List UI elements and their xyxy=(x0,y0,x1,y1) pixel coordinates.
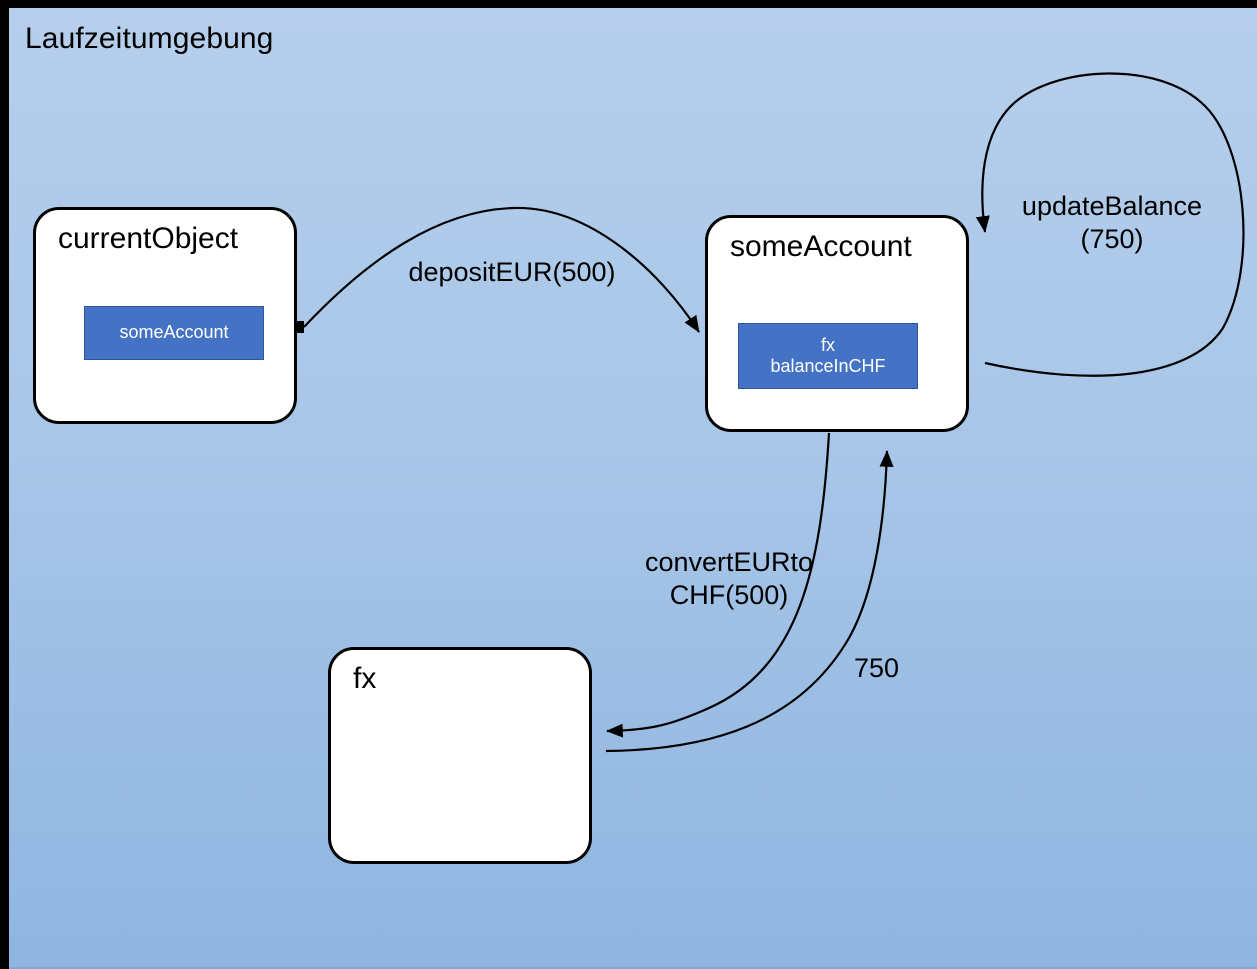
object-title-current-object: currentObject xyxy=(58,222,239,255)
object-title-fx: fx xyxy=(353,662,377,695)
connector-layer xyxy=(292,72,1245,753)
connector-label-return-750: 750 xyxy=(854,653,900,683)
connector-label-update-balance: updateBalance (750) xyxy=(1021,191,1203,254)
slide-bottom-edge xyxy=(9,967,1257,969)
field-label-some-account: someAccount xyxy=(119,322,229,343)
object-box-some-account[interactable]: someAccount fx balanceInCHF xyxy=(705,215,969,432)
object-title-some-account: someAccount xyxy=(730,230,912,263)
object-box-fx[interactable]: fx xyxy=(328,647,592,864)
field-label-fx: fx xyxy=(820,334,835,355)
connector-label-convert-eur-to-chf: convertEURto CHF(500) xyxy=(644,547,814,610)
page-title: Laufzeitumgebung xyxy=(25,22,274,55)
field-label-balance-in-chf: balanceInCHF xyxy=(770,356,886,376)
field-box-balance-in-chf[interactable]: fx balanceInCHF xyxy=(738,323,918,389)
object-box-current-object[interactable]: currentObject someAccount xyxy=(33,207,297,424)
connector-label-deposit-eur: depositEUR(500) xyxy=(408,257,616,287)
field-box-some-account[interactable]: someAccount xyxy=(84,306,264,360)
